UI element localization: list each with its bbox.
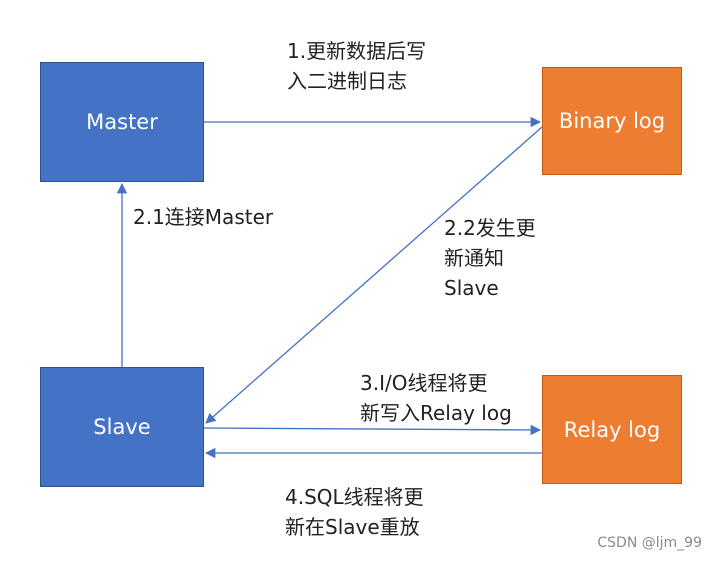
master-node-label: Master	[86, 110, 158, 134]
watermark: CSDN @ljm_99	[597, 535, 702, 551]
step-2-1-line-1: 2.1连接Master	[133, 205, 274, 229]
step-2-2-line-3: Slave	[444, 276, 499, 300]
step-1-label: 1.更新数据后写 入二进制日志	[287, 36, 426, 96]
step-3-line-2: 新写入Relay log	[360, 401, 512, 425]
step-2-2-line-2: 新通知	[444, 246, 504, 270]
master-node: Master	[40, 62, 204, 182]
slave-node-label: Slave	[93, 415, 151, 439]
binary-log-node-label: Binary log	[558, 109, 666, 133]
binary-log-node: Binary log	[542, 67, 682, 175]
relay-log-node: Relay log	[542, 375, 682, 484]
step-2-2-line-1: 2.2发生更	[444, 216, 536, 240]
step-1-line-2: 入二进制日志	[287, 69, 407, 93]
step-3-line-1: 3.I/O线程将更	[360, 371, 488, 395]
step-4-label: 4.SQL线程将更 新在Slave重放	[285, 482, 424, 542]
step-4-line-2: 新在Slave重放	[285, 515, 420, 539]
arrow-slave-to-relaylog	[203, 424, 542, 436]
step-2-1-label: 2.1连接Master	[133, 202, 273, 232]
step-3-label: 3.I/O线程将更 新写入Relay log	[360, 368, 512, 428]
step-4-line-1: 4.SQL线程将更	[285, 485, 424, 509]
step-1-line-1: 1.更新数据后写	[287, 39, 427, 63]
arrow-binlog-to-slave	[205, 126, 543, 424]
step-2-2-label: 2.2发生更 新通知 Slave	[444, 213, 536, 303]
slave-node: Slave	[40, 367, 204, 487]
relay-log-node-label: Relay log	[563, 417, 661, 442]
